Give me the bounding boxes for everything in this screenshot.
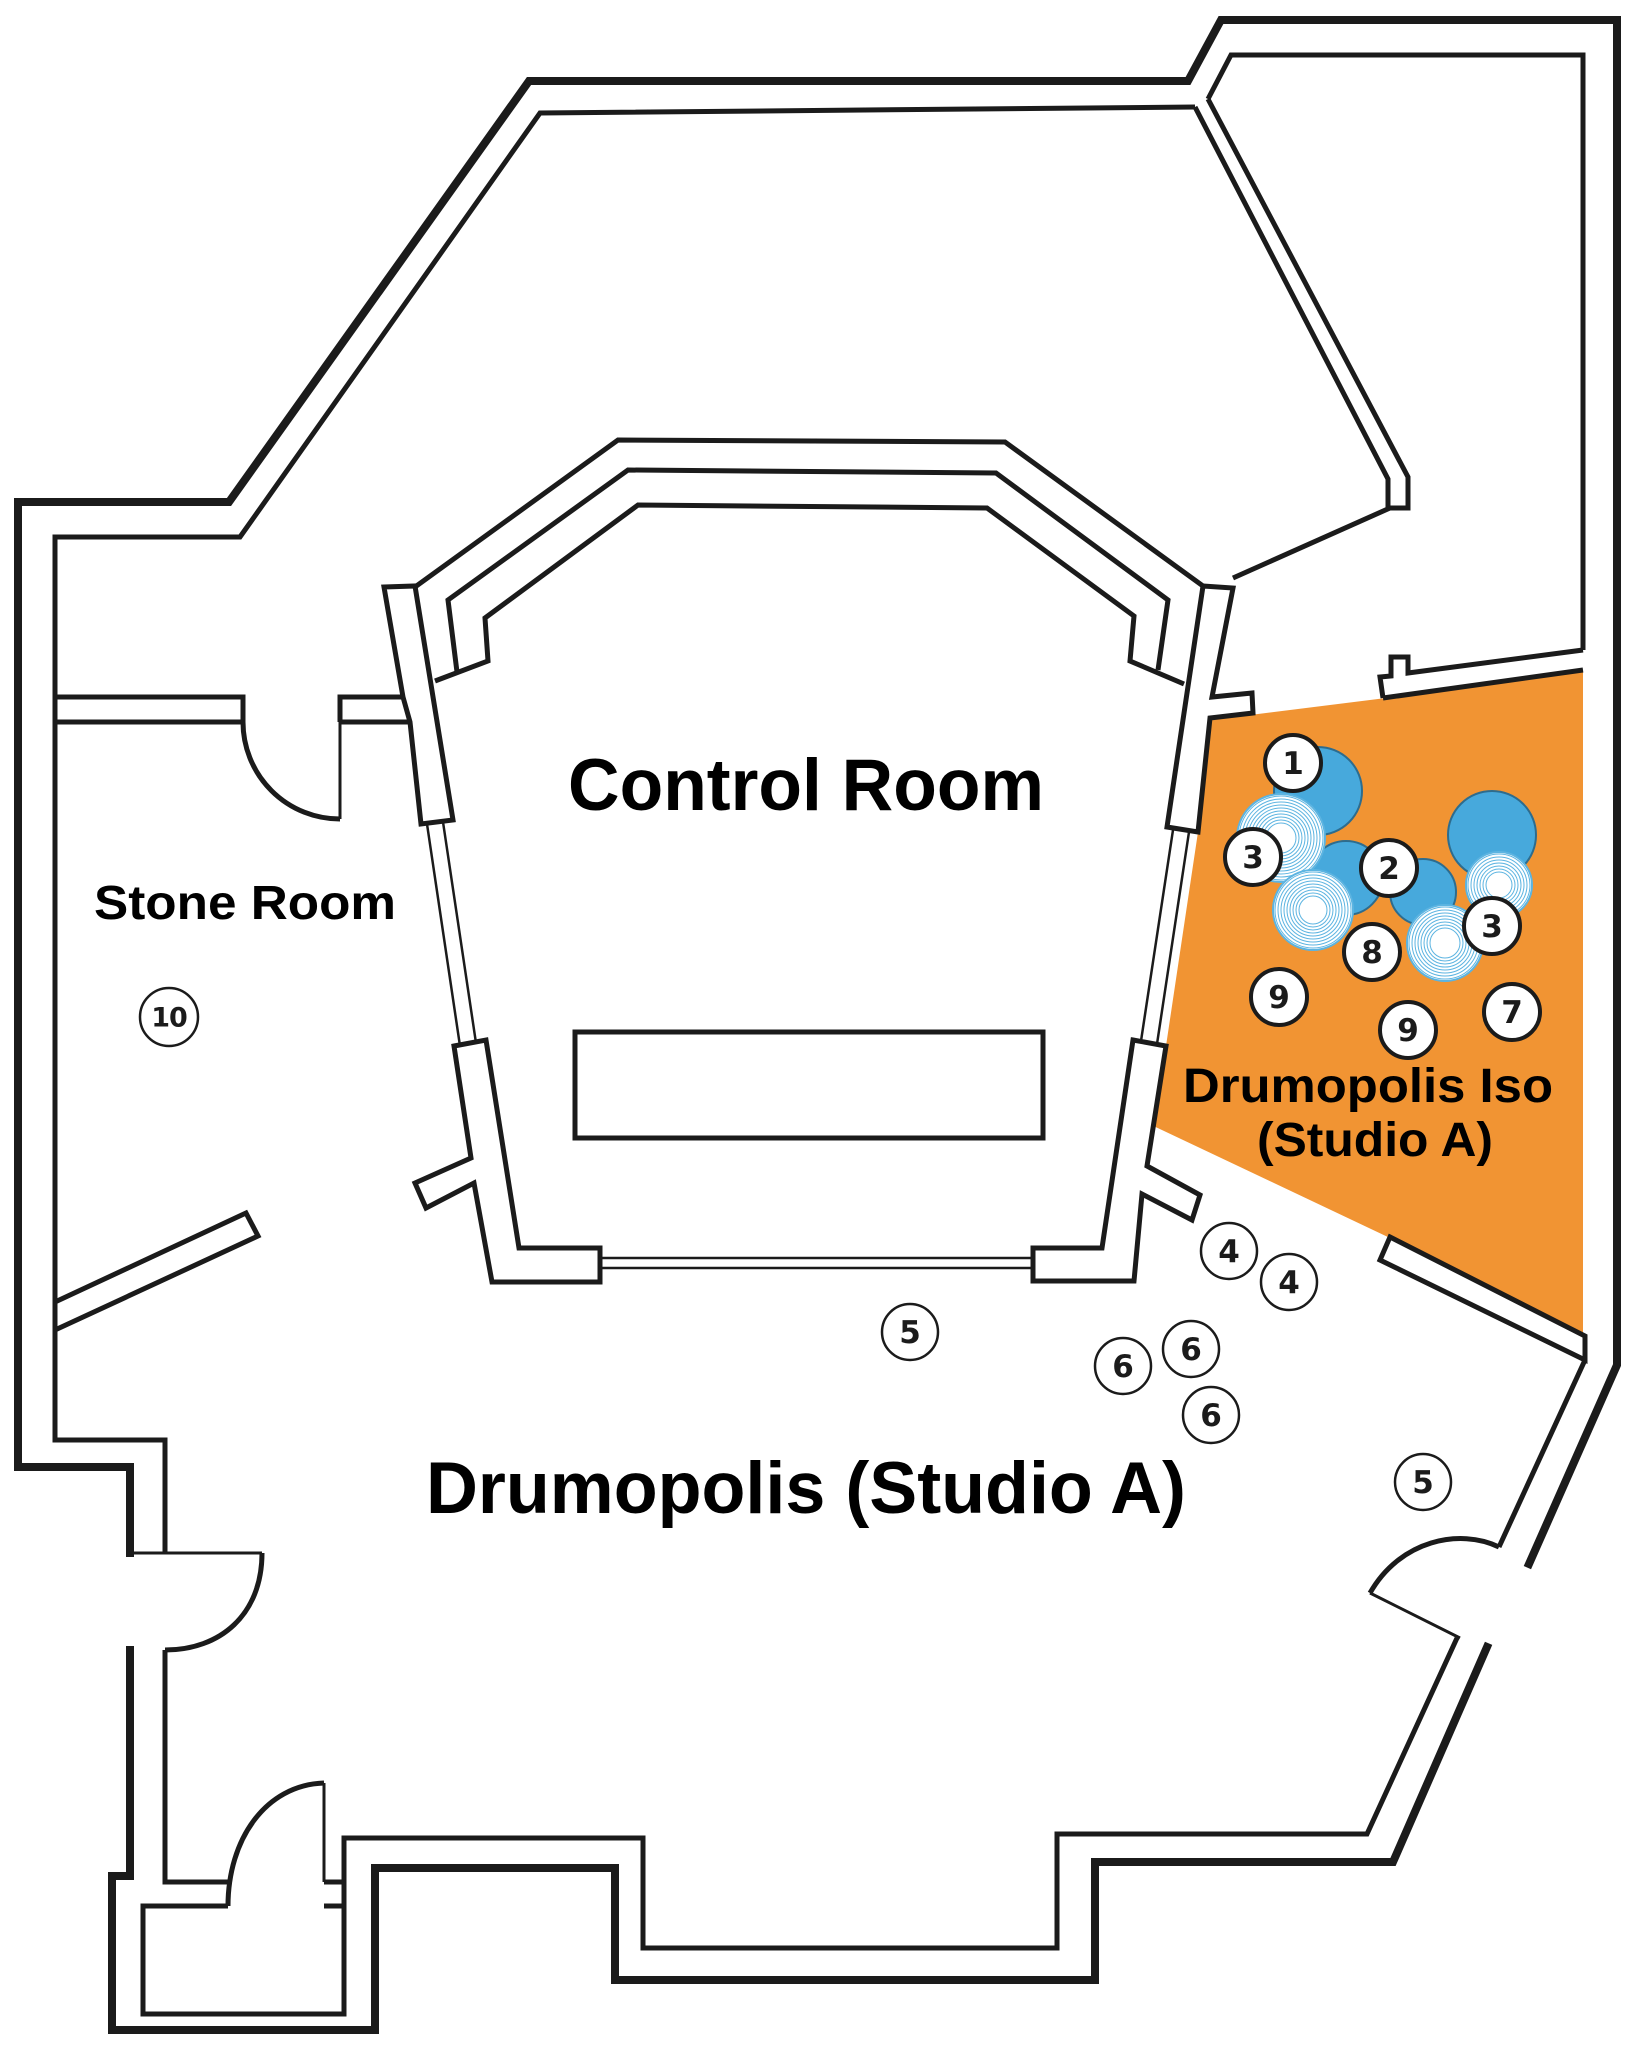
cymbal-ring — [1429, 927, 1461, 959]
marker-number: 4 — [1218, 1234, 1240, 1270]
cymbal-ring — [1292, 889, 1334, 931]
cymbal-ring — [1277, 874, 1349, 946]
marker-number: 10 — [151, 1003, 187, 1034]
label-iso-line2: (Studio A) — [1257, 1114, 1493, 1167]
control-room-pillar-left-upper — [381, 583, 456, 827]
building-inner-wall — [52, 52, 1588, 1951]
marker-5-east[interactable]: 5 — [1393, 1452, 1453, 1512]
cymbal-ring — [1283, 880, 1343, 940]
marker-number: 6 — [1112, 1349, 1134, 1385]
cymbal-ring — [1298, 895, 1328, 925]
iso-top-wall — [1377, 647, 1584, 701]
marker-6-lower[interactable]: 6 — [1181, 1385, 1241, 1445]
marker-number: 7 — [1501, 995, 1523, 1031]
label-main-studio: Drumopolis (Studio A) — [426, 1448, 1186, 1529]
marker-9-left[interactable]: 9 — [1249, 967, 1309, 1027]
marker-3-hi-hat[interactable]: 3 — [1223, 827, 1283, 887]
small-room-wall — [140, 1903, 347, 2017]
marker-number: 2 — [1378, 851, 1400, 887]
marker-4-a[interactable]: 4 — [1199, 1221, 1259, 1281]
building-outer-wall — [14, 16, 1621, 2034]
marker-10[interactable]: 10 — [138, 986, 200, 1048]
door-small-room[interactable] — [225, 1780, 326, 1907]
marker-number: 8 — [1361, 935, 1383, 971]
marker-number: 9 — [1397, 1013, 1419, 1049]
cymbal-ring — [1295, 892, 1331, 928]
marker-number: 6 — [1200, 1398, 1222, 1434]
cymbal-ring — [1274, 871, 1352, 949]
marker-2[interactable]: 2 — [1359, 838, 1419, 898]
window-right-b — [1155, 831, 1191, 1045]
marker-number: 4 — [1278, 1265, 1300, 1301]
label-stone-room: Stone Room — [94, 877, 396, 930]
door-stone-room[interactable] — [240, 721, 342, 822]
marker-number: 6 — [1180, 1332, 1202, 1368]
control-room-pillar-right-upper — [1164, 583, 1256, 835]
cymbal-ring — [1426, 924, 1464, 962]
marker-6-left[interactable]: 6 — [1093, 1336, 1153, 1396]
stone-room-wall-stub — [52, 1209, 262, 1334]
cymbal-ring — [1286, 883, 1340, 937]
marker-4-b[interactable]: 4 — [1259, 1252, 1319, 1312]
marker-number: 3 — [1481, 909, 1503, 945]
marker-number: 3 — [1242, 840, 1264, 876]
window-left-a — [425, 823, 462, 1047]
marker-5-center[interactable]: 5 — [880, 1302, 940, 1362]
marker-number: 5 — [1412, 1465, 1434, 1501]
cymbal-body — [1272, 869, 1354, 951]
control-room-pillar-right-lower — [1030, 1037, 1204, 1284]
marker-number: 9 — [1268, 980, 1290, 1016]
stone-room-hall-walls — [55, 694, 410, 725]
markers: 1 3 2 3 8 9 9 7 4 4 5 6 6 6 5 10 — [138, 733, 1542, 1512]
diagonal-wall-top-right — [1192, 97, 1411, 581]
window-left-b — [441, 821, 478, 1044]
marker-7[interactable]: 7 — [1482, 982, 1542, 1042]
label-control-room: Control Room — [568, 745, 1044, 826]
label-iso-line1: Drumopolis Iso — [1183, 1060, 1553, 1113]
marker-6-upper[interactable]: 6 — [1161, 1319, 1221, 1379]
control-room-walls — [381, 437, 1256, 1285]
marker-number: 5 — [899, 1315, 921, 1351]
cymbal-ring — [1280, 877, 1346, 943]
cymbal-ring — [1289, 886, 1337, 934]
door-main-west[interactable] — [130, 1551, 265, 1653]
iso-lower-wall — [1376, 1233, 1588, 1365]
window-right-a — [1139, 829, 1175, 1042]
marker-1[interactable]: 1 — [1263, 733, 1323, 793]
marker-number: 1 — [1282, 746, 1304, 782]
door-main-east[interactable] — [1367, 1536, 1501, 1640]
cymbal-ring — [1423, 921, 1467, 965]
control-room-pillar-left-lower — [411, 1037, 603, 1285]
marker-8[interactable]: 8 — [1342, 922, 1402, 982]
cymbal-crash — [1272, 869, 1354, 951]
marker-3-right[interactable]: 3 — [1462, 896, 1522, 956]
mixing-console — [572, 1029, 1046, 1141]
marker-9-right[interactable]: 9 — [1378, 1000, 1438, 1060]
